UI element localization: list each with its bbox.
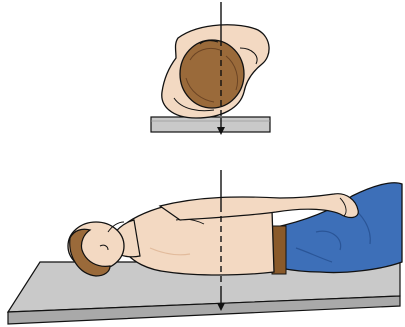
small-board	[151, 117, 270, 132]
top-view	[151, 2, 270, 135]
side-view	[8, 170, 402, 324]
top-head	[180, 40, 244, 108]
